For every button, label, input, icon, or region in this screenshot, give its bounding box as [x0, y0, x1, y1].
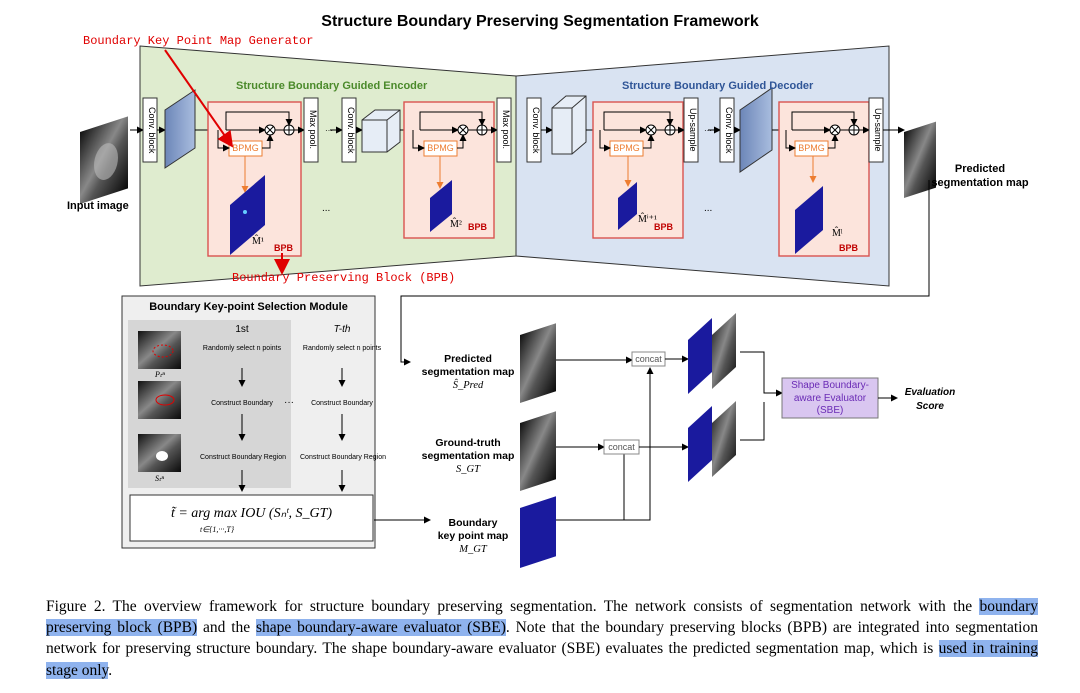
- enc-feature-slab: [164, 89, 196, 169]
- selection-formula-sub: t∈{1,···,T}: [200, 525, 235, 534]
- sbe-box: [781, 377, 879, 419]
- enc-bpmg-label-2: BPMG: [427, 143, 454, 153]
- input-image: [80, 116, 128, 204]
- sbe-label: Shape Boundary- aware Evaluator (SBE): [782, 380, 878, 418]
- sbe-pred-line2: segmentation map: [421, 366, 515, 378]
- evaluation-line2: Score: [916, 401, 944, 412]
- caption-part-3: . Note that the boundary preserving bloc…: [46, 619, 1038, 658]
- sbe-bkm-line1: Boundary: [448, 517, 498, 529]
- dec-feature-cube-1: [551, 95, 587, 155]
- sbe-bkm-label: Boundary key point map M_GT: [423, 517, 523, 556]
- dec-map-label-2: M̂ˡ: [832, 228, 843, 239]
- enc-map-label-2: M̂²: [450, 219, 462, 230]
- stack-1: [688, 313, 736, 394]
- p-label: Pₜⁿ: [155, 370, 165, 379]
- dec-up-label-2: Up-sample: [873, 108, 883, 152]
- selection-formula: t̃ = arg max IOU (Sₙᵗ, S_GT): [170, 506, 333, 521]
- caption-highlight-sbe: shape boundary-aware evaluator (SBE): [255, 619, 506, 637]
- selection-col2-header: T-th: [333, 324, 351, 335]
- dec-map-2: [795, 186, 823, 254]
- concat-label-1: concat: [635, 354, 662, 364]
- bpmg-generator-annotation: Boundary Key Point Map Generator: [83, 34, 314, 48]
- enc-max-pool-1: [303, 97, 319, 163]
- enc-pool-label-1: Max pool.: [308, 110, 318, 150]
- sbe-pred-symbol: Ŝ_Pred: [452, 380, 484, 391]
- pred-mri: [520, 323, 556, 403]
- enc-bpb-2: [403, 101, 495, 239]
- enc-feature-cube: [361, 109, 401, 153]
- stack-2: [688, 401, 736, 482]
- predicted-label-line2: segmentation map: [931, 177, 1029, 189]
- sbe-gt-line2: segmentation map: [421, 450, 515, 462]
- evaluation-score-label: Evaluation Score: [895, 386, 965, 414]
- enc-max-pool-2: [496, 97, 512, 163]
- dec-feature-slab: [739, 87, 773, 173]
- framework-diagram: ··· ···: [80, 45, 936, 568]
- col1-step2: Construct Boundary: [211, 400, 273, 407]
- predicted-label-line1: Predicted: [954, 163, 1006, 175]
- enc-bpmg-label-1: BPMG: [232, 143, 259, 153]
- sbe-pred-line1: Predicted: [444, 353, 492, 365]
- svg-text:···: ···: [325, 126, 333, 135]
- decoder-label: Structure Boundary Guided Decoder: [622, 80, 814, 92]
- enc-map-2: [430, 180, 452, 232]
- col1-step3: Construct Boundary Region: [200, 454, 286, 461]
- figure-caption: Figure 2. The overview framework for str…: [46, 596, 1038, 681]
- evaluation-line1: Evaluation: [904, 387, 956, 398]
- col1-step1: Randomly select n points: [202, 345, 282, 352]
- enc-dots: ...: [322, 203, 331, 214]
- gt-mri: [520, 411, 556, 491]
- col2-step2: Construct Boundary: [311, 400, 373, 407]
- dec-bpb-label-2: BPB: [839, 243, 859, 253]
- predicted-map-label: Predicted segmentation map: [920, 162, 1040, 190]
- dec-bpmg-label-2: BPMG: [798, 143, 825, 153]
- sbe-gt-line1: Ground-truth: [435, 437, 501, 449]
- thumb-p: [138, 331, 181, 369]
- sbe-bkm-line2: key point map: [437, 530, 509, 542]
- enc-conv-label-2: Conv. block: [346, 106, 356, 154]
- dec-map-1: [618, 182, 637, 230]
- dec-up-sample-1: [683, 97, 699, 163]
- sbe-label-line1: Shape Boundary-: [791, 380, 869, 391]
- dec-bpb-label-1: BPB: [654, 222, 674, 232]
- encoder-label: Structure Boundary Guided Encoder: [236, 80, 428, 92]
- dec-dots: ...: [704, 203, 713, 214]
- col2-step1: Randomly select n points: [302, 345, 382, 352]
- sbe-bkm-symbol: M_GT: [459, 544, 487, 555]
- caption-part-4: .: [108, 661, 113, 679]
- output-image: [904, 121, 936, 198]
- dec-up-label-1: Up-sample: [688, 108, 698, 152]
- sbe-pred-label: Predicted segmentation map Ŝ_Pred: [413, 353, 523, 392]
- figure-title: Structure Boundary Preserving Segmentati…: [321, 13, 759, 30]
- formula-box: [129, 494, 374, 542]
- caption-part-2: and the: [197, 619, 256, 637]
- enc-map-1: [230, 175, 265, 255]
- selection-mid-dots: ···: [284, 397, 294, 408]
- input-image-label: Input image: [67, 200, 129, 212]
- bkm-map: [520, 496, 556, 568]
- selection-col1-header: 1st: [235, 324, 249, 335]
- sbe-gt-symbol: S_GT: [456, 464, 480, 475]
- sbe-gt-label: Ground-truth segmentation map S_GT: [413, 437, 523, 476]
- enc-pool-label-2: Max pool.: [501, 110, 511, 150]
- enc-conv-label-1: Conv. block: [147, 106, 157, 154]
- thumb-boundary: [138, 381, 181, 419]
- col2-step3: Construct Boundary Region: [300, 454, 386, 461]
- enc-bpb-label-1: BPB: [274, 243, 294, 253]
- sbe-label-line3: (SBE): [816, 405, 844, 416]
- enc-bpb-label-2: BPB: [468, 222, 488, 232]
- caption-part-1: Figure 2. The overview framework for str…: [46, 598, 980, 615]
- dec-bpmg-label-1: BPMG: [613, 143, 640, 153]
- enc-map-label-1: M̂¹: [252, 236, 264, 247]
- bpb-annotation: Boundary Preserving Block (BPB): [232, 271, 456, 285]
- dec-map-label-1: M̂ⁱ⁺¹: [638, 214, 657, 225]
- dec-conv-label-1: Conv. block: [531, 106, 541, 154]
- concat-label-2: concat: [608, 442, 635, 452]
- s-label: Sₜⁿ: [155, 474, 164, 483]
- selection-module-title: Boundary Key-point Selection Module: [149, 301, 348, 313]
- sbe-label-line2: aware Evaluator: [793, 392, 867, 404]
- dec-conv-label-2: Conv. block: [724, 106, 734, 154]
